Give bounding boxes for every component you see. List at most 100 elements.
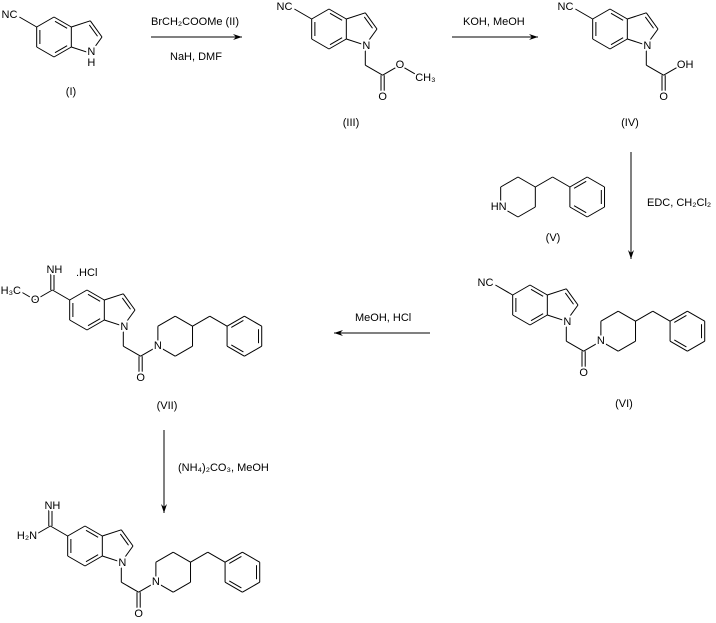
bond [71,46,91,54]
bond [346,12,366,20]
compound-label-I: (I) [66,86,76,98]
bond [600,340,619,352]
arrowhead-icon [334,330,343,336]
bond [592,38,611,50]
bond [102,529,122,537]
bond [87,318,101,327]
bond [500,206,519,218]
bond [382,64,401,76]
bond [529,284,548,296]
bond [346,38,366,46]
bond [530,288,544,297]
bond [86,289,105,301]
bond [365,64,383,76]
amide-nitrogen-label: N [152,576,160,588]
imine-label: NH [46,264,62,276]
bond [224,551,243,563]
bond [586,206,605,218]
reagent-step3: EDC, CH₂Cl₂ [647,197,711,209]
bond [85,554,99,563]
methyl-label: CH₃ [415,72,435,84]
reagent-step2: KOH, MeOH [463,16,525,28]
piperidine-nh-label: HN [491,201,507,213]
bond [512,314,531,326]
bond [157,345,176,357]
bond [86,319,105,331]
bond [566,340,584,352]
bond [140,345,159,357]
nitrile-label: NC [478,277,494,289]
bond [172,581,191,593]
bond [575,8,593,20]
bond [172,551,191,563]
bond [674,339,687,348]
bond [89,20,103,38]
bond [102,555,122,563]
arrowhead-icon [628,250,634,259]
nitrile-label: NC [277,1,293,13]
bond [311,38,330,50]
bond [19,16,37,28]
bond [121,297,131,310]
compound-label-V: (V) [546,232,561,244]
bond [71,20,91,28]
arrowhead-icon [161,504,167,513]
bond [600,310,619,322]
bond [573,205,587,214]
amide-nitrogen-label: N [597,335,605,347]
bond [69,289,88,301]
bond [517,176,536,188]
nitrile-label: NC [2,9,18,21]
bond [500,176,519,188]
bond [617,340,636,352]
compound-label-VI: (VI) [615,398,633,410]
bond [583,340,602,352]
bond [565,304,579,322]
bond [155,581,174,593]
bond [364,12,378,30]
bond [687,340,705,352]
bond [645,28,659,46]
bond [32,525,51,537]
reaction-arrow-2: KOH, MeOH [452,16,538,40]
bond [122,293,136,311]
bond [530,313,544,322]
bond [645,12,659,30]
bond [635,310,654,322]
bond [54,20,68,29]
arrowhead-icon [529,34,538,40]
indole-nitrogen-label: N [120,321,128,333]
reagent-step5: (NH₄)₂CO₃, MeOH [178,462,269,474]
reaction-arrow-4: MeOH, HCl [334,312,430,336]
bond [569,176,588,188]
bond [311,8,330,20]
bond [244,345,262,357]
bond [609,8,628,20]
bond [224,581,243,593]
bond [121,581,139,593]
bond [34,289,53,301]
bond [155,551,174,563]
bond [610,37,624,46]
bond [565,288,579,306]
carbonyl-oxygen-label: O [579,367,588,379]
bond [529,314,548,326]
bond [84,555,103,567]
bond [294,8,312,20]
bond [123,345,141,357]
reagent-step1-below: NaH, DMF [170,51,222,63]
amide-nitrogen-label: N [154,340,162,352]
bond [646,64,664,76]
bond [687,310,705,322]
bond [226,345,245,357]
bond [229,580,242,589]
bond [174,345,193,357]
bond [652,310,671,322]
bond [36,46,55,58]
hydrogen-label: H [87,57,95,69]
bond [69,319,88,331]
